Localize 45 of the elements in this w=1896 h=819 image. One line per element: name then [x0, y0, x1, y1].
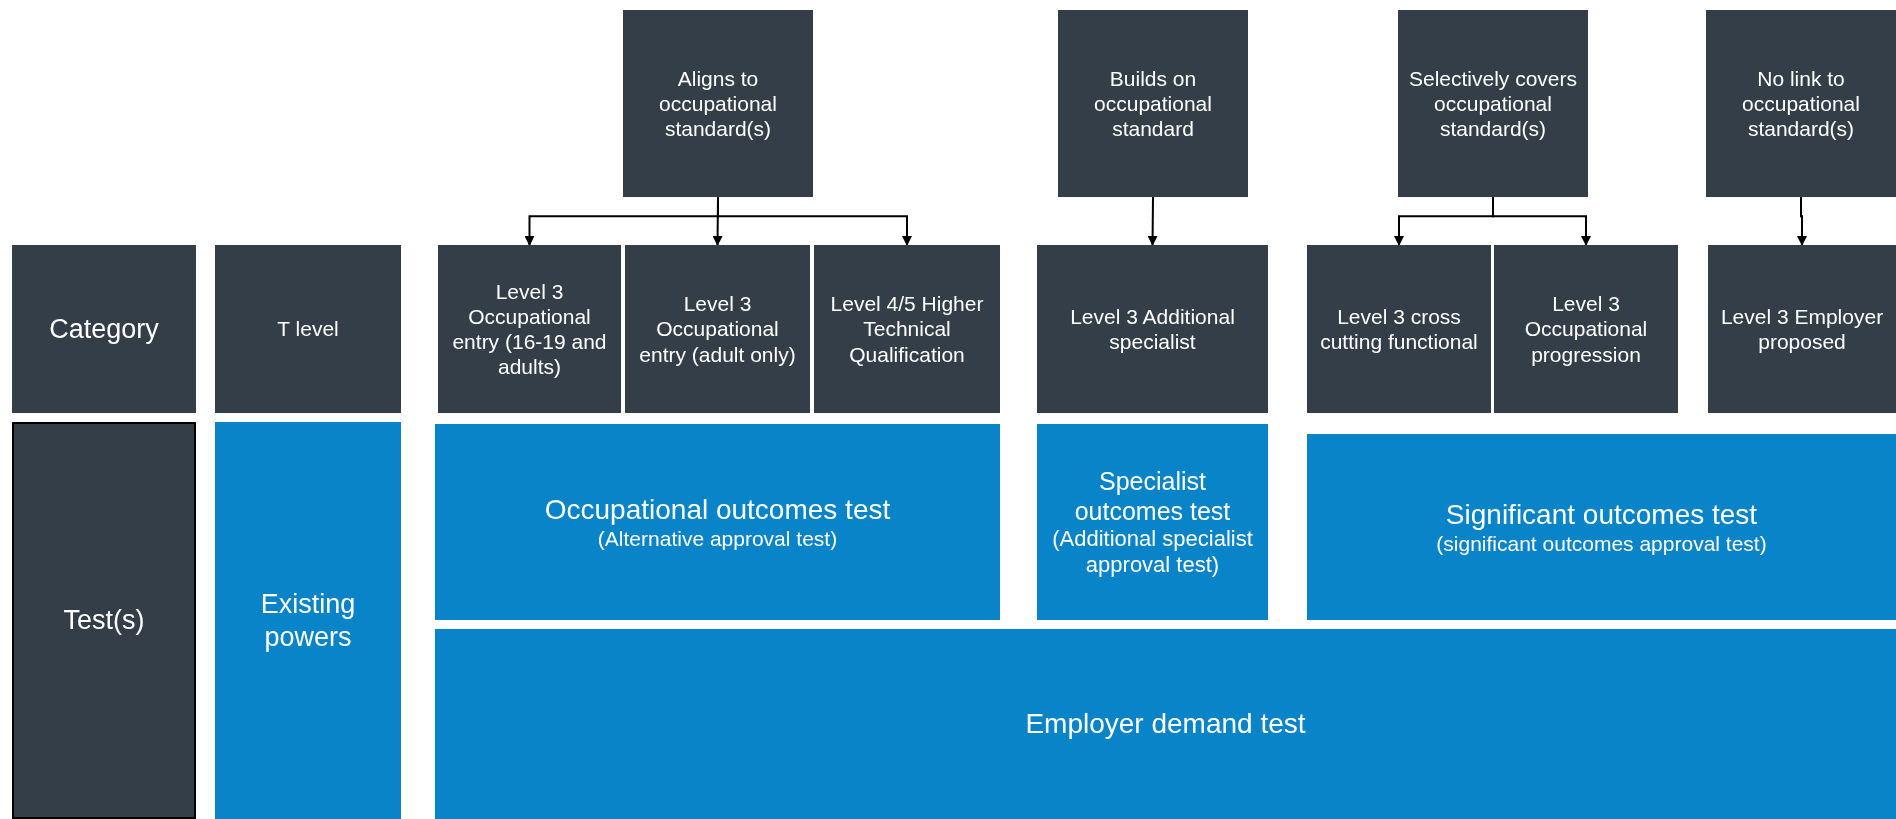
box-label: Level 3 Additional specialist	[1069, 303, 1236, 355]
box-label: Employer demand test	[1025, 707, 1306, 741]
box-label: Selectively covers occupational standard(s)	[1407, 65, 1579, 142]
box-label: Test(s)	[63, 604, 145, 637]
category-box	[215, 245, 401, 413]
box-label: Level 3 Occupational entry (16-19 and adults)	[451, 278, 608, 380]
category-box	[1307, 245, 1491, 413]
box-label: Significant outcomes test	[1445, 497, 1758, 532]
box-label: Aligns to occupational standard(s)	[658, 65, 778, 142]
test-box	[1307, 434, 1896, 620]
category-box	[438, 245, 621, 413]
arrow	[1797, 196, 1807, 246]
category-box	[814, 245, 1000, 413]
box-sublabel: (Additional specialist approval test)	[1051, 525, 1254, 579]
category-box	[625, 245, 810, 413]
test-box	[435, 629, 1896, 819]
test-box	[1037, 424, 1268, 620]
category-box	[623, 10, 813, 197]
box-label: Level 3 Occupational entry (adult only)	[638, 291, 797, 367]
box-label: Existing powers	[259, 588, 357, 653]
test-box	[215, 422, 401, 819]
box-label: Specialist outcomes test	[1073, 465, 1232, 526]
box-label: Occupational outcomes test	[544, 492, 891, 527]
box-label: Category	[49, 312, 159, 346]
arrow	[1147, 196, 1158, 246]
box-label: Level 3 Occupational progression	[1523, 291, 1649, 367]
category-box	[1398, 10, 1588, 197]
row-header-box	[12, 245, 196, 413]
box-label: Level 4/5 Higher Technical Qualification	[829, 291, 985, 367]
test-box	[435, 424, 1000, 620]
category-box	[1058, 10, 1248, 197]
box-sublabel: (Alternative approval test)	[597, 526, 838, 552]
box-label: Builds on occupational standard	[1093, 65, 1213, 142]
box-label: T level	[277, 316, 339, 342]
category-box	[1706, 10, 1896, 197]
category-box	[1037, 245, 1268, 413]
box-label: No link to occupational standard(s)	[1741, 65, 1861, 142]
arrow	[1492, 196, 1591, 246]
row-header-box	[12, 422, 196, 819]
box-label: Level 3 Employer proposed	[1719, 303, 1885, 355]
box-label: Level 3 cross cutting functional	[1319, 303, 1479, 355]
category-box	[1708, 245, 1896, 413]
arrow	[717, 196, 912, 246]
box-sublabel: (significant outcomes approval test)	[1436, 531, 1767, 557]
category-box	[1494, 245, 1678, 413]
